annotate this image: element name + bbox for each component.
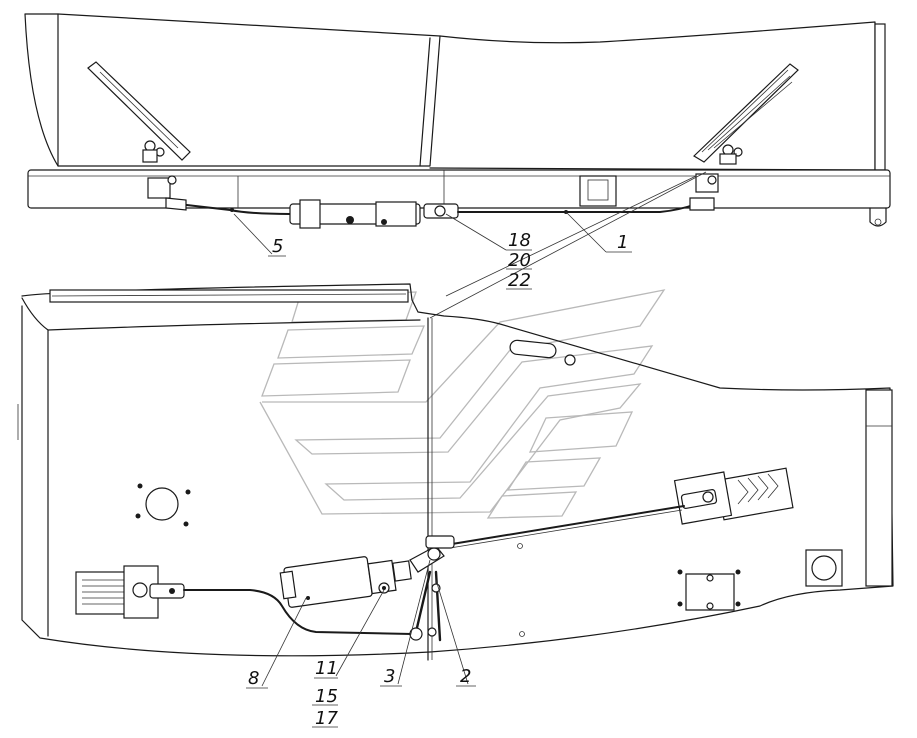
master-cylinder-plan <box>279 556 412 608</box>
slot <box>509 339 557 359</box>
watermark-logo <box>259 289 666 519</box>
floor-plate <box>21 283 894 657</box>
leaders-top <box>233 211 632 257</box>
callout-1: 1 <box>617 232 628 253</box>
left-pedal-plan <box>75 565 185 619</box>
linkage-plan <box>409 535 455 642</box>
callout-5: 5 <box>272 236 283 257</box>
callout-2: 2 <box>460 666 471 687</box>
rod-left-plan <box>183 589 413 635</box>
cylinder-assembly-side <box>289 199 459 229</box>
callout-labels: 5 18 20 22 1 8 11 15 17 3 2 <box>248 230 628 729</box>
callout-22: 22 <box>508 270 531 291</box>
mounting-hole-left <box>135 483 191 527</box>
callout-15: 15 <box>315 686 338 707</box>
rod-right-plan <box>451 505 685 545</box>
cab-wall-left <box>24 13 441 167</box>
callout-18: 18 <box>508 230 531 251</box>
mounting-plate-right <box>677 569 741 611</box>
callout-20: 20 <box>508 250 531 271</box>
left-pedal-side <box>87 61 191 199</box>
right-pedal-side <box>693 63 799 193</box>
callout-8: 8 <box>248 668 259 689</box>
callout-17: 17 <box>315 708 338 729</box>
callout-3: 3 <box>384 666 395 687</box>
plan-view <box>17 283 894 689</box>
cab-wall-right <box>429 21 876 171</box>
projection-lines <box>429 171 707 319</box>
callout-11: 11 <box>315 658 338 679</box>
right-pedal-plan <box>673 467 794 525</box>
side-elevation-view <box>24 13 891 229</box>
floor-beam <box>27 169 891 209</box>
